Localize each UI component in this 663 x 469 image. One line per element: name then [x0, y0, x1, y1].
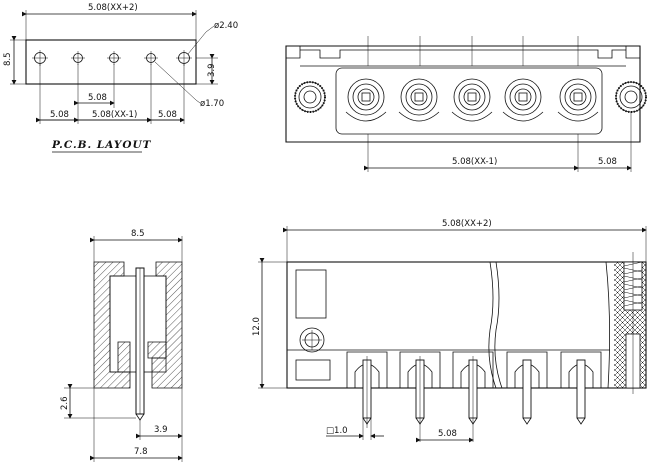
pcb-dim-pitch-left: 5.08	[50, 110, 69, 120]
top-dim-pitch: 5.08	[598, 157, 617, 167]
front-pin-3	[452, 351, 494, 442]
side-dim-total: 7.8	[134, 447, 148, 457]
front-dim-height: 12.0	[252, 317, 262, 336]
label-recess	[295, 359, 331, 381]
pcb-dim-pitch-right: 5.08	[158, 110, 177, 120]
terminal-3	[451, 36, 493, 122]
pcb-dim-hole-small: ø1.70	[200, 99, 224, 109]
front-pin-1	[346, 351, 388, 428]
end-flange-left	[294, 81, 326, 113]
front-dim-pitch: 5.08	[438, 429, 457, 439]
front-pin-2	[399, 351, 441, 442]
end-flange-right	[615, 81, 647, 113]
connector-side-view: 8.5 2.6 3.9 7.8	[60, 229, 183, 462]
side-dim-pin-length: 2.6	[60, 396, 70, 410]
pcb-dim-row: 3.9	[207, 63, 217, 77]
terminal-1	[345, 36, 387, 122]
front-dim-pin-size: □1.0	[326, 426, 348, 436]
pcb-layout-view: 5.08(XX+2) 8.5 ø2.40 ø1.70 3.9	[3, 3, 238, 153]
side-dim-offset: 3.9	[154, 425, 168, 435]
connector-front-view: 5.08(XX+2) 12.0	[252, 219, 647, 443]
terminal-4	[502, 36, 544, 122]
pcb-dim-total: 5.08(XX+2)	[88, 3, 138, 13]
front-pin-5	[560, 351, 602, 425]
connector-top-view: 5.08(XX-1) 5.08	[285, 36, 647, 172]
front-pin-4	[506, 351, 548, 425]
pcb-dim-height: 8.5	[3, 52, 13, 66]
pcb-layout-title: P.C.B. LAYOUT	[51, 139, 152, 151]
side-dim-width: 8.5	[131, 229, 145, 239]
terminal-5	[557, 36, 599, 122]
front-dim-total: 5.08(XX+2)	[442, 219, 492, 229]
pcb-dim-pitch-span: 5.08(XX-1)	[92, 110, 137, 120]
terminal-2	[398, 36, 440, 122]
pcb-dim-hole-large: ø2.40	[214, 21, 238, 31]
top-dim-span: 5.08(XX-1)	[452, 157, 497, 167]
screw-head	[299, 327, 325, 353]
pcb-dim-pitch-mid: 5.08	[88, 93, 107, 103]
locking-window	[295, 269, 327, 319]
